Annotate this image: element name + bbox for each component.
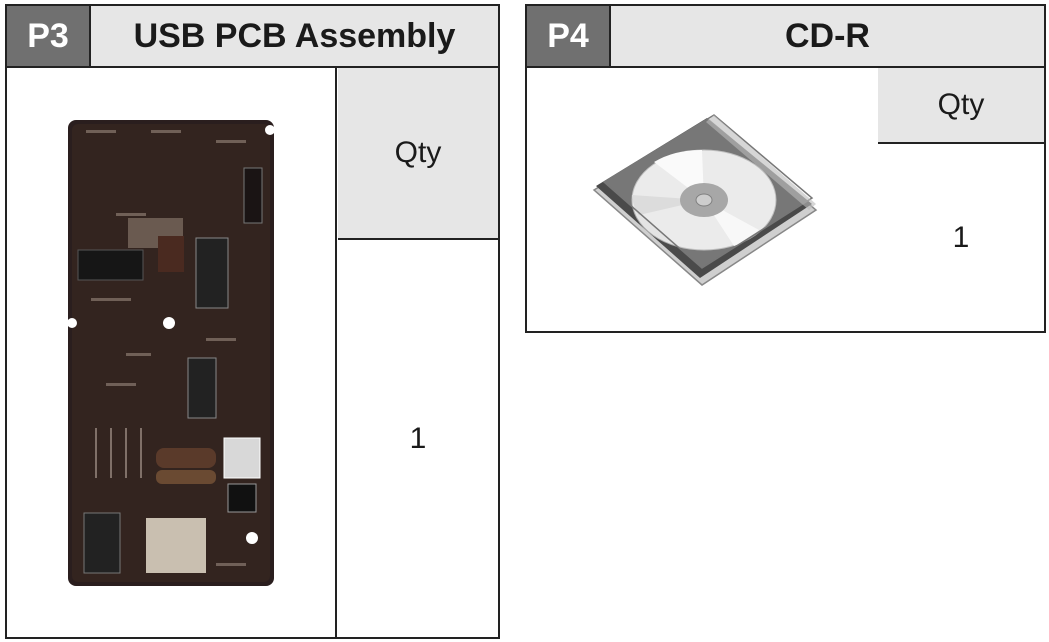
cd-r-image — [592, 113, 817, 286]
qty-value: 1 — [338, 240, 498, 637]
part-id: P4 — [527, 6, 611, 66]
part-card-p4: P4 CD-R Qty 1 — [525, 4, 1046, 333]
part-header: P3 USB PCB Assembly — [7, 6, 498, 68]
part-card-p3: P3 USB PCB Assembly — [5, 4, 500, 639]
part-title: USB PCB Assembly — [91, 6, 498, 66]
qty-header: Qty — [338, 68, 498, 240]
part-image-cell — [7, 68, 337, 637]
usb-pcb-image — [67, 119, 275, 586]
part-id: P3 — [7, 6, 91, 66]
part-image-cell — [527, 68, 882, 331]
part-title: CD-R — [611, 6, 1044, 66]
qty-header: Qty — [878, 68, 1044, 144]
qty-value: 1 — [878, 144, 1044, 331]
part-header: P4 CD-R — [527, 6, 1044, 68]
